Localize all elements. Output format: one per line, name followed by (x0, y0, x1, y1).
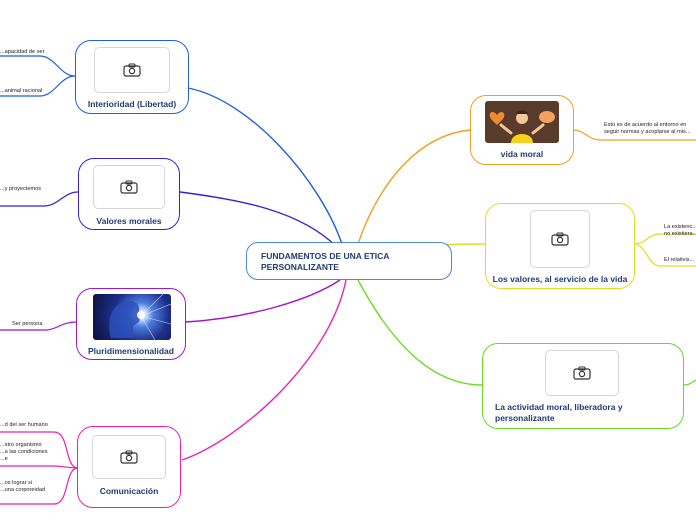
connector-leaf (683, 379, 696, 386)
connector-interioridad (187, 87, 343, 245)
connector-leaf (572, 129, 696, 141)
image-placeholder (94, 47, 170, 93)
node-label: Los valores, al servicio de la vida (492, 274, 628, 284)
leaf-text[interactable]: ...animal racional (0, 88, 43, 94)
node-pluridimensionalidad[interactable]: Pluridimensionalidad (76, 288, 186, 360)
node-label: Valores morales (96, 216, 162, 226)
node-valores-morales[interactable]: Valores morales (78, 158, 180, 230)
connector-leaf (633, 233, 696, 245)
node-valores-servicio[interactable]: Los valores, al servicio de la vida (485, 203, 635, 289)
central-topic-label: FUNDAMENTOS DE UNA ETICA PERSONALIZANTE (261, 251, 390, 272)
leaf-text[interactable]: Esto es de acuerdo al entorno en seguir … (604, 122, 691, 135)
node-comunicacion[interactable]: Comunicación (77, 426, 181, 508)
connector-leaf (0, 55, 76, 77)
leaf-text[interactable]: La existenc... no existiera... (664, 224, 696, 237)
leaf-text[interactable]: ...stro organismo ...a las condiciones .… (0, 442, 48, 462)
camera-icon (120, 180, 138, 194)
leaf-text[interactable]: Ser persona (12, 321, 43, 327)
image-placeholder (92, 435, 166, 479)
camera-icon (120, 450, 138, 464)
connector-leaf (0, 191, 79, 207)
camera-icon (551, 232, 569, 246)
glowing-head-photo (93, 294, 171, 340)
node-interioridad[interactable]: Interioridad (Libertad) (75, 40, 189, 114)
camera-icon (123, 63, 141, 77)
leaf-text[interactable]: ...os lograr si ...una corporeidad (0, 480, 46, 493)
node-actividad-moral[interactable]: La actividad moral, liberadora y persona… (482, 343, 684, 429)
leaf-text[interactable]: ...y proyectemos (0, 186, 42, 192)
central-topic[interactable]: FUNDAMENTOS DE UNA ETICA PERSONALIZANTE (246, 242, 452, 280)
heart-brain-illustration (485, 101, 559, 143)
node-label: vida moral (500, 149, 544, 159)
connector-comunicacion (181, 279, 347, 461)
node-label: Pluridimensionalidad (88, 346, 174, 356)
node-vida-moral[interactable]: vida moral (470, 95, 574, 165)
image-placeholder (545, 350, 619, 396)
leaf-text[interactable]: ...apacidad de ser (0, 49, 45, 55)
leaf-text[interactable]: El relativis... (664, 257, 695, 263)
image-placeholder (530, 210, 590, 268)
connector-valores-morales (179, 191, 339, 249)
image-placeholder (93, 165, 165, 209)
connector-leaf (0, 431, 79, 469)
connector-leaf (0, 75, 76, 97)
connector-leaf (0, 467, 79, 505)
node-label: La actividad moral, liberadora y persona… (495, 402, 623, 423)
connector-pluridimensionalidad (185, 279, 341, 323)
connector-leaf (633, 243, 696, 267)
node-label: Comunicación (99, 486, 159, 496)
connector-vida-moral (357, 129, 471, 245)
node-label: Interioridad (Libertad) (87, 99, 177, 109)
connector-leaf (0, 465, 79, 469)
connector-leaf (0, 321, 77, 331)
camera-icon (573, 366, 591, 380)
connector-actividad-moral (357, 279, 483, 386)
leaf-text[interactable]: ...d del ser humano (0, 422, 48, 428)
